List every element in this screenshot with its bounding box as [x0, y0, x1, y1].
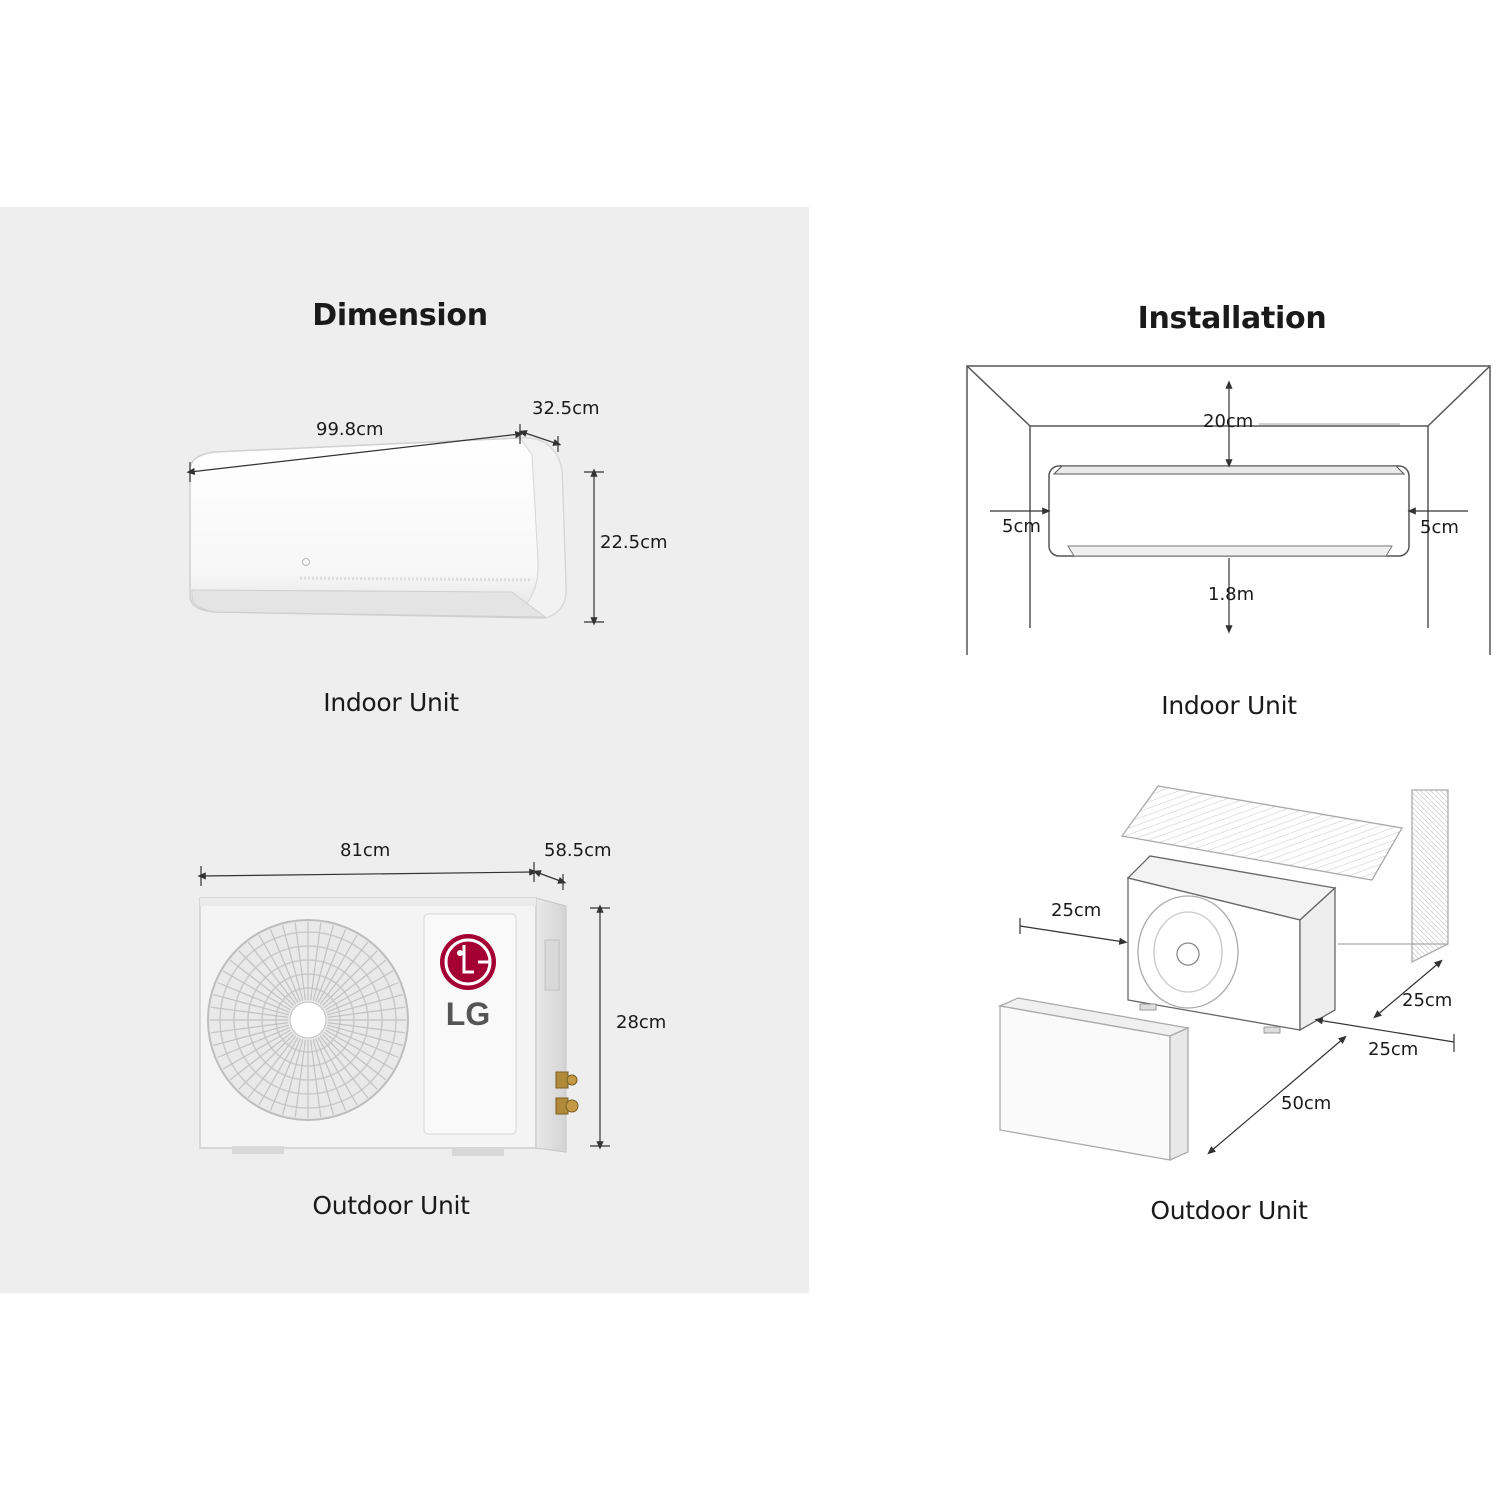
fan-spoke — [269, 929, 301, 1002]
clearance-right-label: 5cm — [1420, 517, 1459, 538]
indoor-width-label: 99.8cm — [316, 419, 384, 440]
indoor-dimension-lines — [186, 424, 604, 626]
fan-spoke — [294, 922, 306, 1001]
fan-spoke — [319, 1035, 369, 1099]
fan-spoke — [327, 1024, 403, 1046]
fan-spoke — [315, 929, 347, 1002]
fan-spoke — [310, 922, 322, 1001]
fan-spoke — [217, 981, 290, 1013]
outdoor-clearance-left-label: 25cm — [1051, 900, 1102, 921]
installation-title: Installation — [1137, 301, 1327, 336]
fan-spoke — [323, 959, 387, 1009]
lg-logo-icon — [302, 558, 310, 566]
fan-spoke — [327, 1006, 406, 1018]
fan-spoke — [210, 1022, 289, 1034]
fan-spoke — [327, 994, 403, 1016]
fan-spoke — [294, 1039, 306, 1118]
fan-spoke — [312, 925, 334, 1001]
fan-spoke — [325, 1029, 394, 1070]
indoor-unit-illustration — [189, 437, 567, 619]
lg-logo-text: LG — [445, 996, 491, 1032]
outdoor-depth-label: 58.5cm — [544, 840, 612, 861]
fan-spoke — [238, 1033, 295, 1090]
fan-spoke — [326, 981, 399, 1013]
indoor-height-label: 22.5cm — [600, 532, 668, 553]
fan-spoke — [282, 1039, 304, 1115]
dimension-indoor-caption: Indoor Unit — [323, 688, 459, 717]
fan-spoke — [317, 1037, 358, 1106]
outdoor-clearance-front-label: 50cm — [1281, 1093, 1332, 1114]
installation-outdoor-diagram — [997, 785, 1449, 1162]
dimension-title: Dimension — [312, 298, 488, 333]
lg-logo-icon — [440, 934, 496, 990]
installation-indoor-diagram — [966, 365, 1491, 655]
fan-grille-icon — [207, 919, 409, 1121]
outdoor-unit-illustration — [199, 897, 579, 1156]
fan-spoke — [319, 941, 369, 1005]
fan-spoke — [321, 1033, 378, 1090]
outdoor-width-label: 81cm — [340, 840, 391, 861]
fan-spoke — [317, 934, 358, 1003]
fan-spoke — [326, 1027, 399, 1059]
fan-spoke — [312, 1039, 334, 1115]
fan-spoke — [258, 1037, 299, 1106]
clearance-bottom-label: 1.8m — [1208, 584, 1255, 605]
refrigerant-valves — [555, 1071, 579, 1115]
fan-spoke — [325, 970, 394, 1011]
installation-indoor-caption: Indoor Unit — [1161, 691, 1297, 720]
fan-spoke — [238, 950, 295, 1007]
fan-spoke — [247, 1035, 297, 1099]
outdoor-height-label: 28cm — [616, 1012, 667, 1033]
fan-spoke — [229, 959, 293, 1009]
fan-spoke — [247, 941, 297, 1005]
dimension-outdoor-caption: Outdoor Unit — [312, 1191, 470, 1220]
clearance-top-label: 20cm — [1203, 411, 1254, 432]
outdoor-clearance-back-label: 25cm — [1402, 990, 1453, 1011]
fan-spoke — [229, 1031, 293, 1081]
fan-spoke — [310, 1039, 322, 1118]
outdoor-clearance-side-label: 25cm — [1368, 1039, 1419, 1060]
fan-spoke — [323, 1031, 387, 1081]
fan-spoke — [217, 1027, 290, 1059]
fan-spoke — [222, 970, 291, 1011]
installation-outdoor-clearances — [1019, 918, 1455, 1155]
installation-indoor-clearances — [990, 380, 1468, 634]
fan-spoke — [210, 1006, 289, 1018]
clearance-left-label: 5cm — [1002, 516, 1041, 537]
fan-spoke — [315, 1038, 347, 1111]
fan-spoke — [213, 1024, 289, 1046]
fan-spoke — [282, 925, 304, 1001]
fan-spoke — [269, 1038, 301, 1111]
fan-spoke — [258, 934, 299, 1003]
indoor-depth-label: 32.5cm — [532, 398, 600, 419]
outdoor-dimension-lines — [197, 862, 610, 1150]
fan-spoke — [213, 994, 289, 1016]
fan-spoke — [222, 1029, 291, 1070]
fan-spoke — [327, 1022, 406, 1034]
fan-spoke — [321, 950, 378, 1007]
installation-outdoor-caption: Outdoor Unit — [1150, 1196, 1308, 1225]
